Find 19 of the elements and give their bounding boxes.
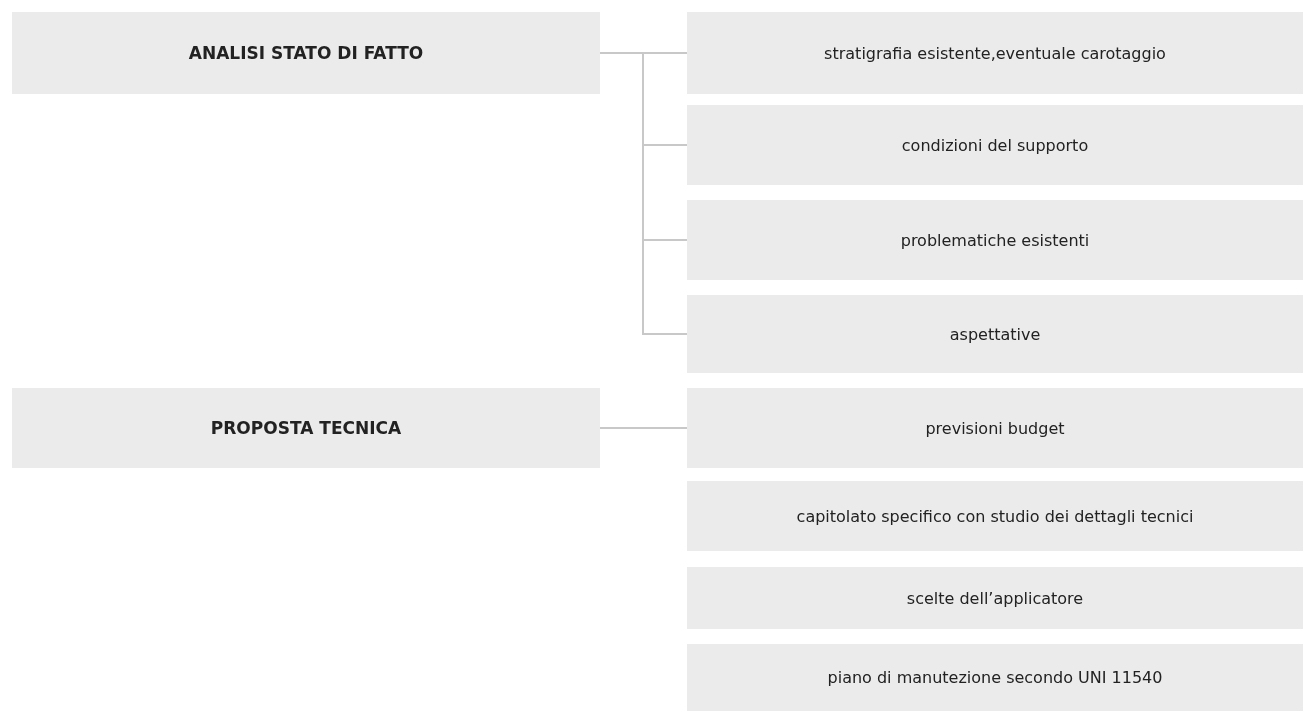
connector-line [599,52,688,335]
item-text: previsioni budget [925,418,1065,438]
connector-line [599,427,688,429]
item-text: stratigrafia esistente,eventuale carotaggio [824,43,1166,63]
item-text: aspettative [949,324,1041,344]
heading-text: PROPOSTA TECNICA [210,418,402,438]
item-box [687,105,1303,185]
item-box [687,200,1303,280]
heading-box [12,388,600,468]
heading-text: ANALISI STATO DI FATTO [188,43,424,63]
item-box [687,12,1303,94]
item-text: piano di manutezione secondo UNI 11540 [827,668,1163,687]
heading-box [12,12,600,94]
item-box [687,295,1303,373]
item-box [687,388,1303,468]
item-text: problematiche esistenti [900,230,1090,250]
item-text: capitolato specifico con studio dei dettagli tecnici [796,506,1194,526]
item-text: condizioni del supporto [901,135,1089,155]
item-text: scelte dell’applicatore [906,588,1084,608]
